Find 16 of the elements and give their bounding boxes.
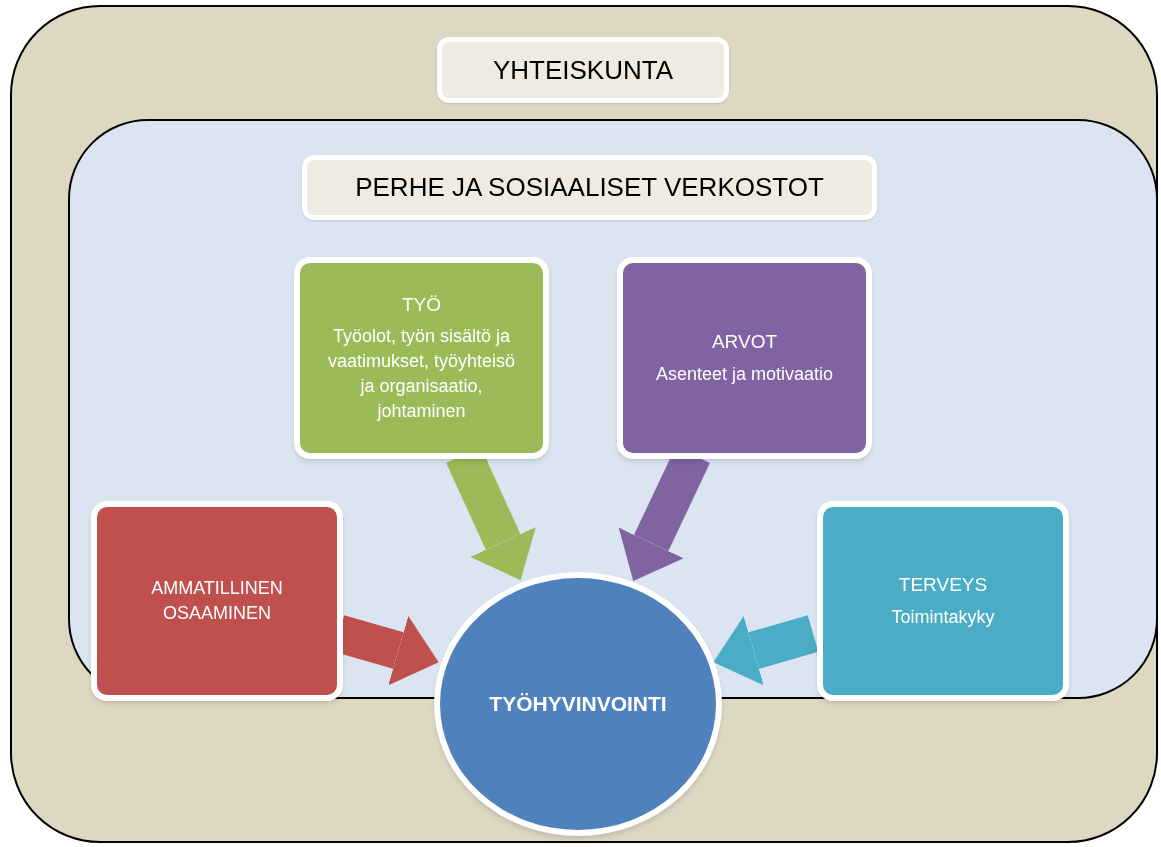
heading-label: PERHE JA SOSIAALISET VERKOSTOT [302, 155, 877, 220]
box-text: Toimintakyky [891, 605, 995, 629]
heading-label: YHTEISKUNTA [437, 37, 729, 103]
box-heading: TERVEYS [898, 572, 988, 597]
box-text: Työolot, työn sisältö ja vaatimukset, työyhteisö ja organisaatio, johtaminen [326, 325, 517, 423]
outer-region [10, 5, 1158, 843]
box-heading: ARVOT [711, 329, 778, 354]
ellipse-label: TYÖHYVINVOINTI [489, 691, 667, 718]
box-text: AMMATILLINEN OSAAMINEN [150, 577, 284, 625]
factor-box [817, 501, 1069, 701]
factor-box [617, 257, 872, 459]
box-heading: TYÖ [401, 292, 442, 317]
factor-box [91, 501, 343, 701]
factor-box [294, 257, 549, 459]
box-text: Asenteet ja motivaatio [655, 362, 834, 386]
block-arrow [713, 615, 819, 686]
